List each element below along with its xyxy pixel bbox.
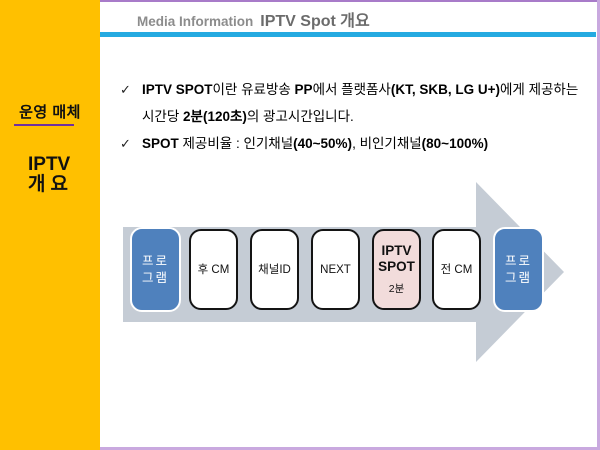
checkmark-icon: ✓ bbox=[120, 136, 131, 151]
bullet-item-spot-ratio: ✓ SPOT 제공비율 : 인기채널(40~50%), 비인기채널(80~100… bbox=[120, 130, 594, 157]
sidebar-underline bbox=[14, 124, 74, 126]
diagram-box-channel-id: 채널ID bbox=[250, 229, 299, 310]
header-rule bbox=[100, 32, 596, 37]
box-label: SPOT bbox=[378, 259, 415, 274]
header-prefix: Media Information bbox=[137, 14, 254, 29]
box-label: IPTV bbox=[381, 243, 412, 258]
slide-border-top bbox=[100, 0, 600, 2]
diagram-box-program-left: 프로 그램 bbox=[130, 227, 181, 312]
diagram-box-next: NEXT bbox=[311, 229, 360, 310]
slide-border-right bbox=[597, 0, 600, 450]
bullet-text: SPOT 제공비율 : 인기채널(40~50%), 비인기채널(80~100%) bbox=[142, 136, 489, 151]
bullet-item-spot-definition: ✓ IPTV SPOT이란 유료방송 PP에서 플랫폼사(KT, SKB, LG… bbox=[120, 76, 594, 130]
diagram-box-iptv-spot: IPTV SPOT 2분 bbox=[372, 229, 421, 310]
box-label: NEXT bbox=[320, 263, 351, 276]
sidebar-title-line2: 개요 bbox=[28, 174, 73, 195]
box-label: 채널ID bbox=[258, 263, 291, 276]
box-label: 프로 bbox=[504, 253, 532, 268]
slide-header: Media Information IPTV Spot 개요 bbox=[137, 7, 370, 31]
box-label: 후 CM bbox=[197, 263, 230, 276]
sidebar-title: IPTV 개요 bbox=[28, 155, 73, 195]
box-label: 프로 bbox=[141, 253, 169, 268]
bullet-text: IPTV SPOT이란 유료방송 PP에서 플랫폼사(KT, SKB, LG U… bbox=[142, 82, 579, 124]
page-title: IPTV Spot 개요 bbox=[260, 13, 370, 30]
diagram-box-pre-cm: 전 CM bbox=[432, 229, 481, 310]
box-label: 그램 bbox=[141, 270, 169, 285]
sidebar: 운영 매체 IPTV 개요 bbox=[0, 0, 100, 450]
bullet-list: ✓ IPTV SPOT이란 유료방송 PP에서 플랫폼사(KT, SKB, LG… bbox=[120, 76, 594, 157]
slide-border-bottom bbox=[100, 447, 600, 450]
checkmark-icon: ✓ bbox=[120, 82, 131, 97]
box-label: 그램 bbox=[504, 270, 532, 285]
diagram-box-post-cm: 후 CM bbox=[189, 229, 238, 310]
box-label: 전 CM bbox=[440, 263, 473, 276]
box-sublabel: 2분 bbox=[388, 283, 405, 295]
sidebar-title-line1: IPTV bbox=[28, 154, 71, 175]
sidebar-section-label: 운영 매체 bbox=[19, 104, 81, 121]
diagram-box-program-right: 프로 그램 bbox=[493, 227, 544, 312]
